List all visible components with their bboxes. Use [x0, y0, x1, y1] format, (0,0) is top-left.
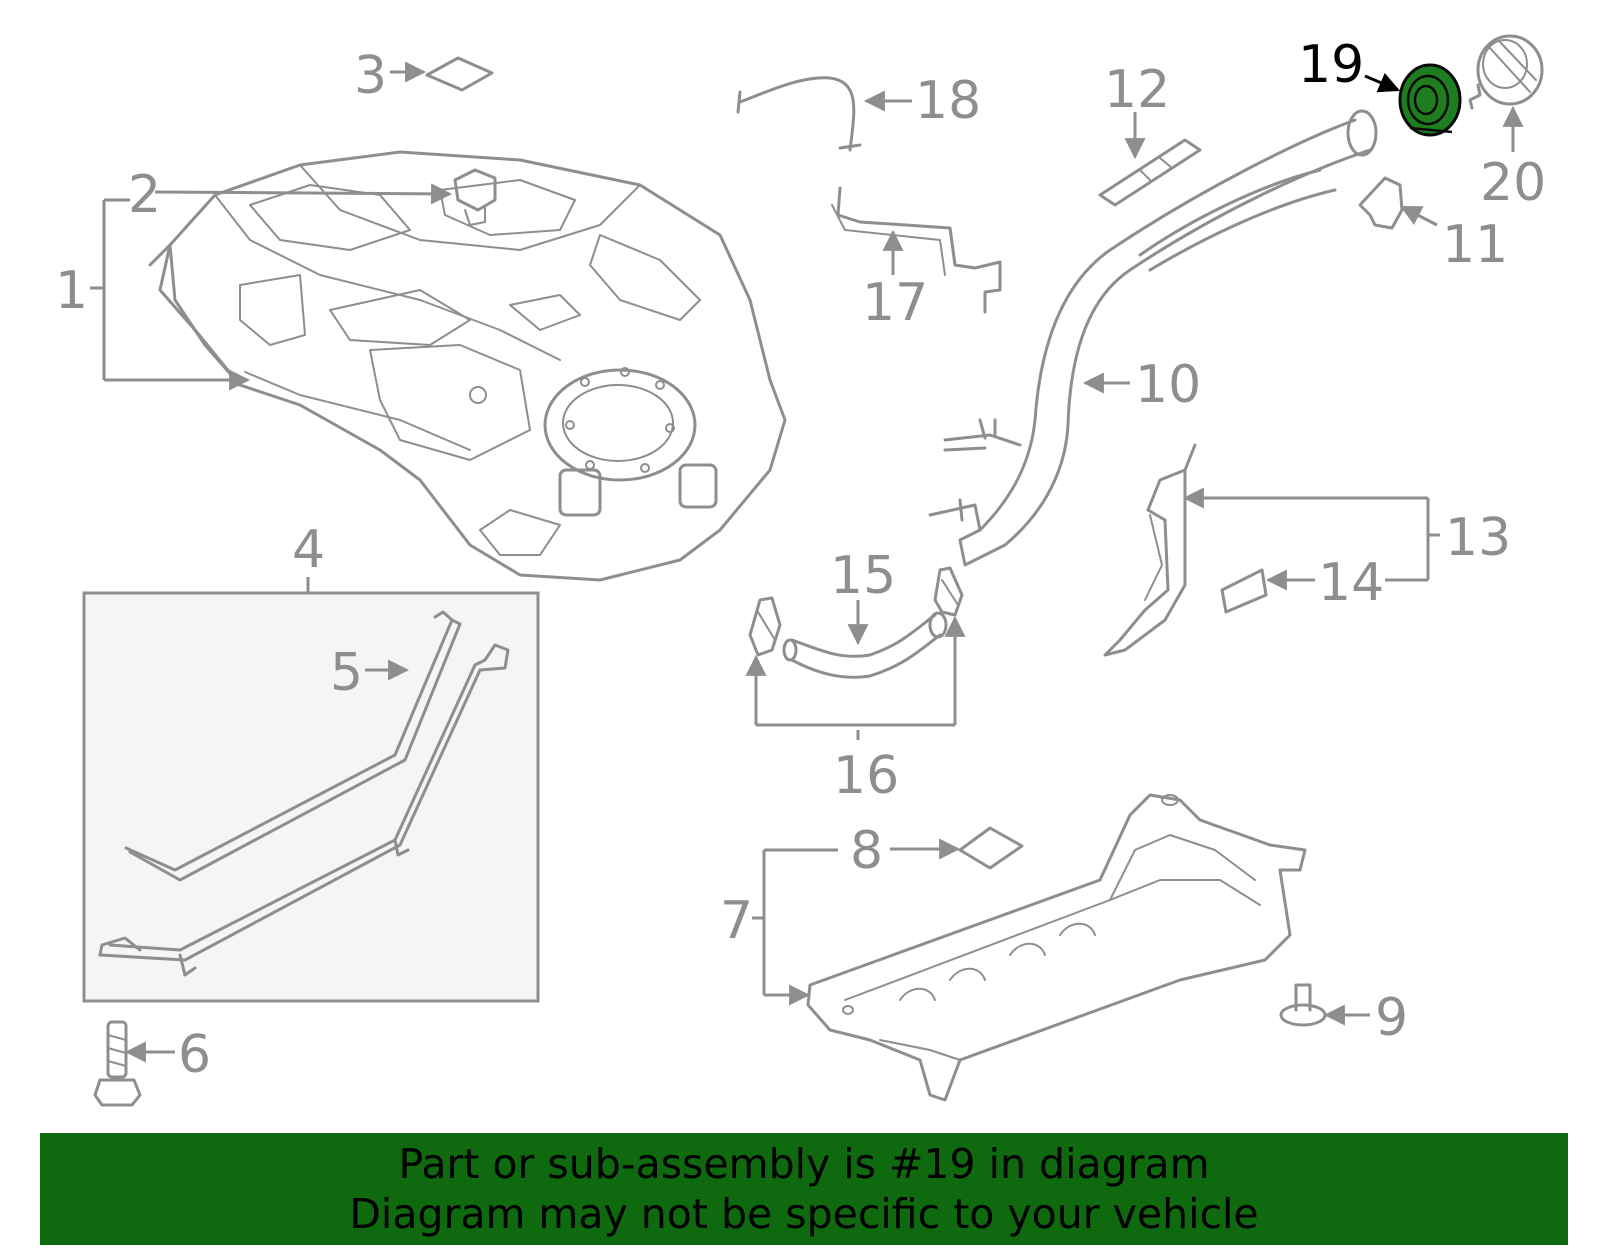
pad-part-3 [425, 56, 494, 92]
callout-3: 3 [354, 46, 387, 106]
callout-13: 13 [1445, 508, 1511, 568]
callout-2: 2 [128, 165, 161, 225]
fuel-cap-part-20 [1468, 34, 1544, 110]
callout-1: 1 [55, 261, 88, 321]
tube-part-17 [836, 186, 1002, 314]
clamp-part-16-right [933, 566, 964, 617]
callout-10: 10 [1135, 355, 1201, 415]
filler-pipe-part-10 [928, 109, 1378, 567]
hose-part-18 [738, 76, 856, 152]
callout-labels: 1 2 3 4 5 6 7 8 9 10 11 12 13 14 15 16 1… [55, 35, 1546, 1085]
callout-11: 11 [1442, 215, 1508, 275]
strap-inset-box-part-4 [82, 591, 540, 1003]
callout-7: 7 [720, 891, 753, 951]
callout-18: 18 [915, 71, 981, 131]
callout-14: 14 [1318, 553, 1384, 613]
callout-9: 9 [1375, 988, 1408, 1048]
bracket-part-12 [1098, 138, 1202, 207]
hose-part-15 [790, 613, 937, 658]
underbody-shield-part-7 [806, 793, 1307, 1102]
callout-20: 20 [1480, 153, 1546, 213]
bracket-part-11 [1358, 176, 1404, 230]
fuel-tank-part-1 [148, 150, 787, 582]
callout-5: 5 [330, 643, 363, 703]
clamp-part-16-left [748, 596, 782, 657]
banner-line-2: Diagram may not be specific to your vehi… [349, 1190, 1259, 1238]
leader-lines [90, 61, 1524, 1063]
callout-17: 17 [862, 273, 928, 333]
clip-part-9 [1279, 983, 1327, 1027]
callout-12: 12 [1104, 60, 1170, 120]
strap-part-5 [98, 610, 510, 977]
callout-6: 6 [178, 1025, 211, 1085]
info-banner: Part or sub-assembly is #19 in diagram D… [40, 1133, 1568, 1245]
pad-part-14 [1220, 568, 1268, 614]
banner-line-1: Part or sub-assembly is #19 in diagram [398, 1140, 1210, 1188]
bolt-part-6 [93, 1020, 142, 1107]
callout-19-highlighted: 19 [1298, 35, 1364, 95]
shield-part-13 [1103, 443, 1197, 657]
callout-16: 16 [833, 746, 899, 806]
callout-15: 15 [830, 546, 896, 606]
pad-part-8 [958, 826, 1024, 870]
gasket-part-19-highlighted [1398, 63, 1462, 137]
callout-4: 4 [292, 520, 325, 580]
callout-8: 8 [850, 821, 883, 881]
